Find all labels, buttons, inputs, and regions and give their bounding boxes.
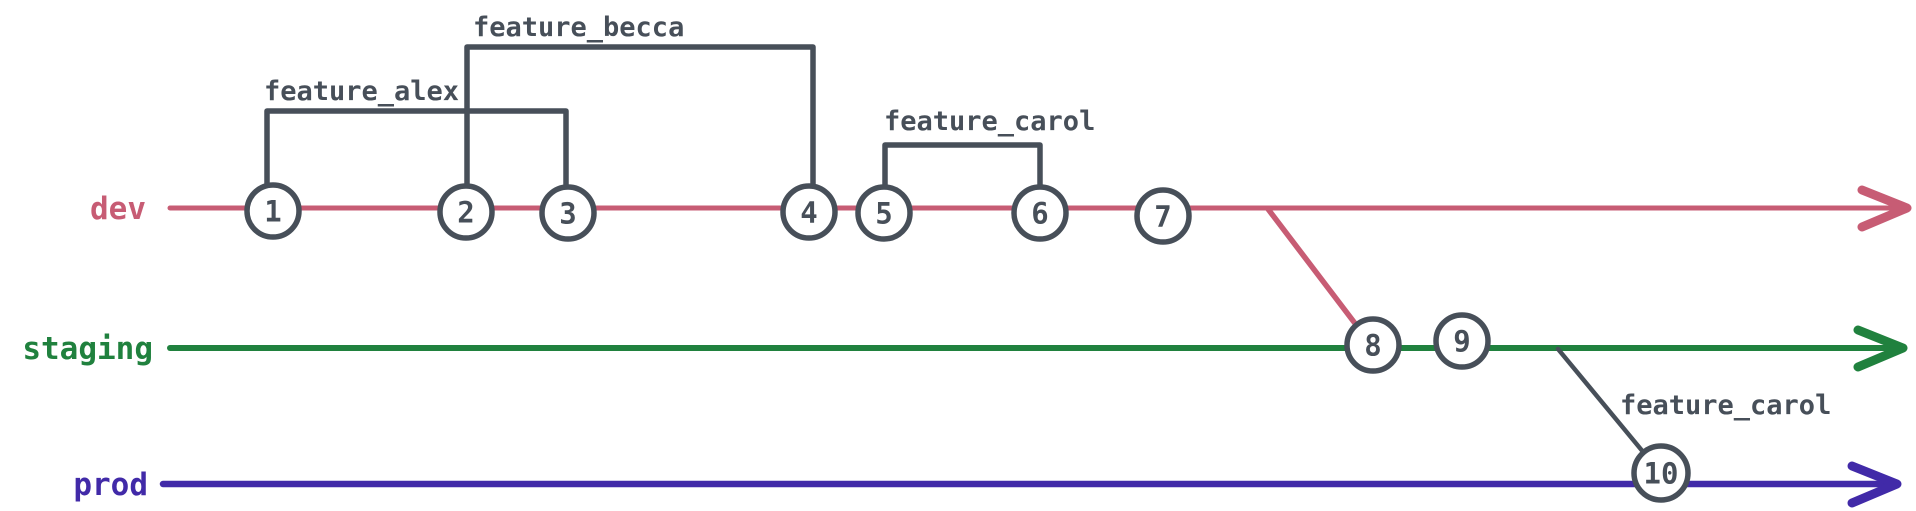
commit-node-9: 9 [1433,312,1491,370]
commit-node-7: 7 [1134,187,1192,245]
dev-branch-label: dev [90,191,146,227]
staging-arrowhead-icon [1853,325,1908,372]
commit-number: 4 [800,195,817,229]
branch-staging: staging [22,325,1908,372]
prod-branch-label: prod [73,467,148,503]
commit-circle [780,183,838,241]
feature-becca-bracket: feature_becca [464,12,816,190]
commit-circle [1134,187,1192,245]
feature-carol-bracket: feature_carol [882,106,1095,191]
commit-node-5: 5 [855,184,913,242]
commit-number: 7 [1154,199,1171,233]
staging-branch-label: staging [22,331,153,367]
branch-prod: prod [73,461,1902,508]
feature-becca-bracket-path [464,44,816,190]
feature-carol-label: feature_carol [884,106,1095,137]
dev-arrowhead-icon [1857,185,1912,232]
commit-number: 5 [875,196,892,230]
commit-node-1: 1 [244,182,302,240]
merge-dev-to-staging-line [1265,206,1360,329]
commit-circle [1631,443,1691,503]
commit-circle [1344,316,1402,374]
commit-number: 3 [559,196,576,230]
commit-node-6: 6 [1011,184,1069,242]
feature-alex-label: feature_alex [264,76,459,107]
feature-alex-bracket-path [264,108,569,191]
commit-number: 10 [1644,456,1679,490]
branch-dev: dev [90,185,1912,232]
commit-circle [244,182,302,240]
commit-number: 2 [457,195,474,229]
merge-staging-to-prod-line [1555,346,1647,456]
commit-number: 9 [1453,324,1470,358]
commit-circle [1433,312,1491,370]
commit-number: 6 [1031,196,1048,230]
commit-node-2: 2 [437,183,495,241]
feature-carol-bracket-path [882,142,1043,191]
commit-number: 1 [264,194,281,228]
commit-circle [855,184,913,242]
commit-node-10: 10 [1631,443,1691,503]
commit-circle [437,183,495,241]
commit-node-8: 8 [1344,316,1402,374]
commit-node-3: 3 [539,184,597,242]
feature-alex-bracket: feature_alex [264,76,569,191]
commit-node-4: 4 [780,183,838,241]
commit-circle [1011,184,1069,242]
commit-number: 8 [1364,328,1381,362]
feature-carol-merge-label: feature_carol [1620,390,1831,421]
prod-arrowhead-icon [1847,461,1902,508]
feature-becca-label: feature_becca [473,12,684,43]
commit-circle [539,184,597,242]
